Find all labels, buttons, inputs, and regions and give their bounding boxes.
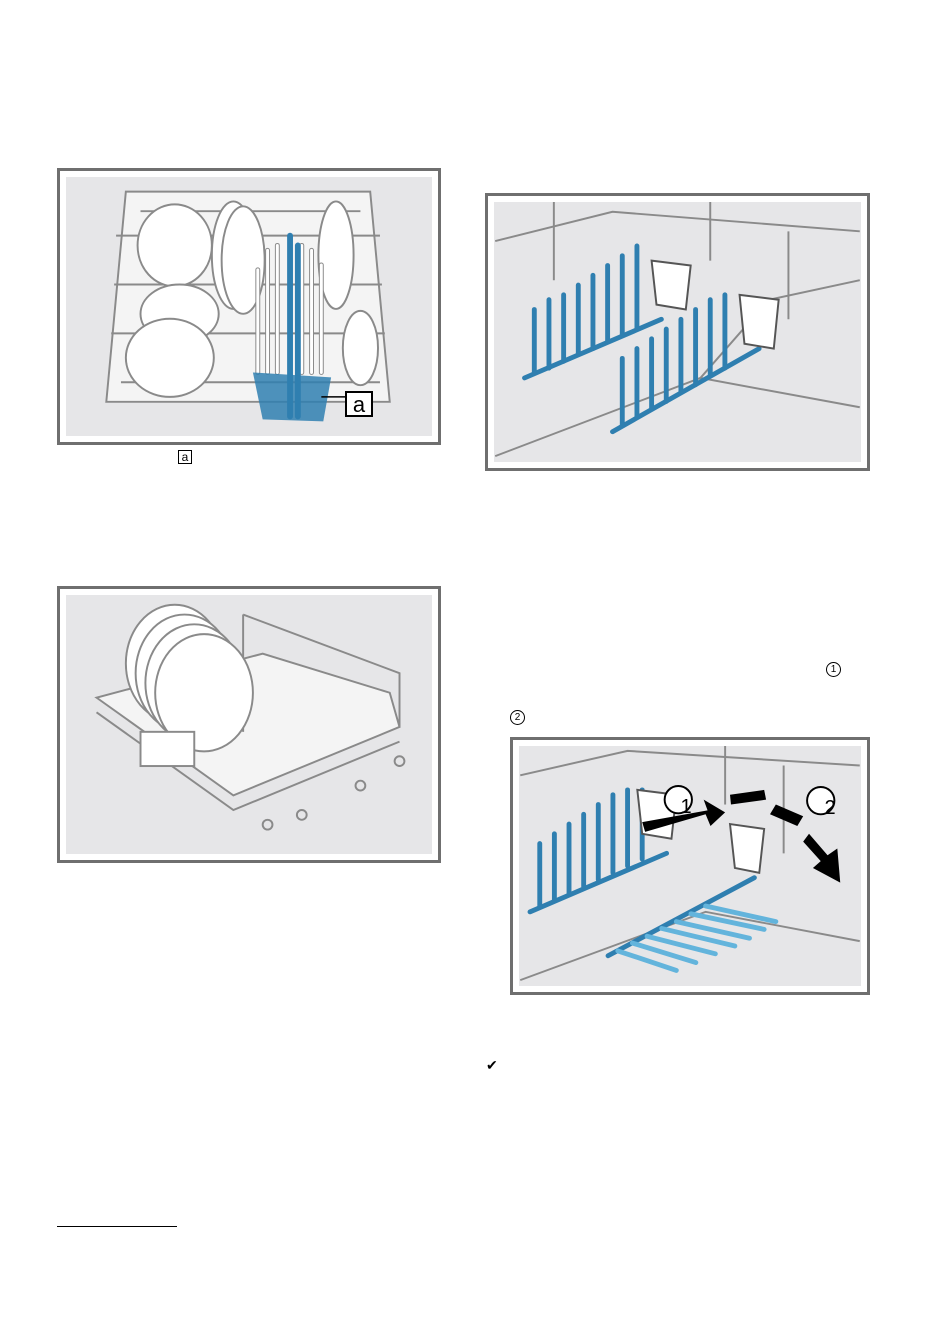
callout-label-a: a <box>345 391 373 417</box>
folding-tines-steps-illustration <box>519 746 861 986</box>
figure-upper-basket-cutlery: a <box>57 168 441 445</box>
folding-tines-illustration <box>494 202 861 462</box>
arrow-label-2: 2 <box>819 798 841 818</box>
footnote-separator <box>57 1226 177 1227</box>
check-mark-icon: ✔ <box>486 1058 498 1072</box>
lower-basket-illustration <box>66 595 432 854</box>
figure-folding-tines <box>485 193 870 471</box>
cutlery-basket-shape <box>253 372 331 421</box>
step-ref-2: 2 <box>510 710 525 725</box>
upper-basket-illustration <box>66 177 432 436</box>
caption-ref-a: a <box>178 450 192 464</box>
arrow-label-1: 1 <box>675 797 697 817</box>
figure-lower-basket-plates <box>57 586 441 863</box>
arrow-2-shape <box>803 834 840 883</box>
figure-folding-tines-steps: 1 2 <box>510 737 870 995</box>
step-ref-1: 1 <box>826 662 841 677</box>
